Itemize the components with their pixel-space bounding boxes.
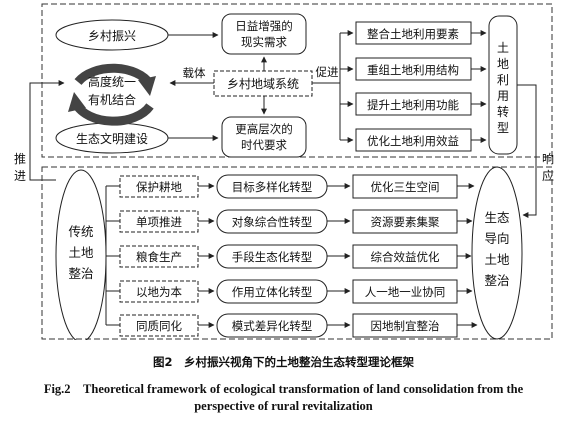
eco-consolidation-ellipse	[471, 166, 523, 340]
land-use-label-3: 提升土地利用功能	[367, 98, 459, 112]
traditional-line2: 土地	[68, 245, 94, 260]
framework-diagram: 乡村振兴 生态文明建设 高度统一 有机结合 日益增强的 现实需求 更高层次的 时…	[14, 3, 554, 340]
traditional-box-1	[119, 175, 199, 198]
land-use-label-1: 整合土地利用要素	[367, 27, 459, 41]
transform-char-4: 用	[497, 89, 509, 103]
traditional-label-4: 以地为本	[136, 285, 182, 299]
eco-line1: 生态	[484, 210, 509, 225]
eco-line3: 土地	[484, 252, 510, 267]
transform-char-5: 转	[497, 104, 509, 119]
rural-system-label: 乡村地域系统	[227, 77, 299, 91]
transform-label-2: 对象综合性转型	[232, 215, 313, 229]
land-use-label-4: 优化土地利用效益	[367, 134, 459, 148]
figure-caption-en-line1: Fig.2 Theoretical framework of ecologica…	[43, 382, 524, 396]
era-demand-line2: 时代要求	[241, 138, 287, 152]
eco-line4: 整治	[484, 273, 509, 288]
traditional-label-5: 同质同化	[136, 319, 182, 333]
result-label-2: 资源要素集聚	[371, 215, 440, 229]
push-char-2: 进	[14, 169, 26, 183]
transform-char-6: 型	[497, 121, 509, 135]
respond-char-1: 响	[542, 151, 554, 166]
eco-civilization-label: 生态文明建设	[76, 131, 148, 146]
result-label-3: 综合效益优化	[371, 250, 440, 264]
eco-line2: 导向	[484, 231, 509, 246]
transform-char-1: 土	[497, 41, 509, 55]
traditional-label-2: 单项推进	[136, 215, 182, 229]
figure-caption-cn: 图2 乡村振兴视角下的土地整治生态转型理论框架	[153, 355, 414, 369]
bottom-panel-frame	[41, 166, 553, 340]
traditional-label-1: 保护耕地	[136, 180, 182, 194]
land-use-label-2: 重组土地利用结构	[367, 63, 459, 77]
traditional-label-3: 粮食生产	[136, 250, 182, 264]
rural-revitalization-label: 乡村振兴	[88, 29, 136, 43]
traditional-line3: 整治	[68, 266, 93, 281]
cycle-arrows-icon	[68, 63, 156, 126]
transform-label-3: 手段生态化转型	[232, 250, 313, 264]
transform-label-4: 作用立体化转型	[232, 285, 313, 299]
era-demand-line1: 更高层次的	[235, 122, 293, 136]
promote-label: 促进	[316, 65, 339, 79]
figure-caption-en-line2: perspective of rural revitalization	[194, 399, 373, 413]
unify-label-line2: 有机结合	[88, 92, 136, 107]
push-char-1: 推	[14, 152, 26, 166]
real-needs-line1: 日益增强的	[235, 19, 293, 33]
traditional-box-5	[119, 314, 199, 337]
traditional-box-4	[119, 280, 199, 303]
transform-char-3: 利	[497, 73, 509, 87]
unify-label-line1: 高度统一	[88, 74, 136, 89]
transform-char-2: 地	[497, 57, 509, 71]
transform-label-1: 目标多样化转型	[232, 180, 313, 194]
carrier-label: 载体	[183, 66, 206, 80]
era-demand-box	[221, 116, 307, 158]
real-needs-box	[221, 13, 307, 55]
result-label-1: 优化三生空间	[371, 180, 440, 194]
real-needs-line2: 现实需求	[241, 35, 287, 49]
respond-char-2: 应	[542, 168, 554, 183]
traditional-box-3	[119, 245, 199, 268]
result-label-4: 人一地一业协同	[365, 285, 446, 299]
result-label-5: 因地制宜整治	[371, 319, 440, 333]
transform-label-5: 模式差异化转型	[232, 319, 313, 333]
traditional-box-2	[119, 210, 199, 233]
traditional-line1: 传统	[68, 224, 93, 239]
